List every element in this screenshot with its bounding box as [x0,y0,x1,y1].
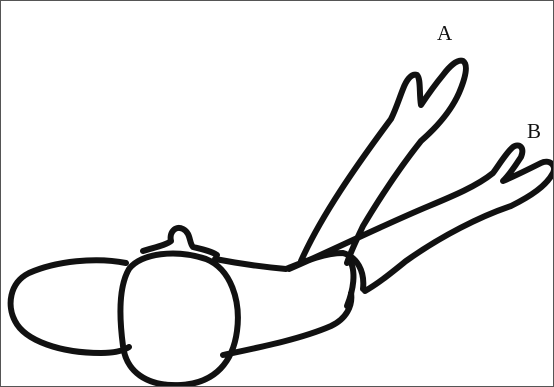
torso-bottom-outline [223,293,351,355]
shoulder-outline [347,259,353,306]
head-outline [121,254,238,386]
legs-outline [11,260,129,353]
arm-a-outline [301,61,466,263]
arm-b-outline [289,145,554,291]
arm-a-label: A [437,23,452,44]
arm-b-label: B [527,121,541,142]
